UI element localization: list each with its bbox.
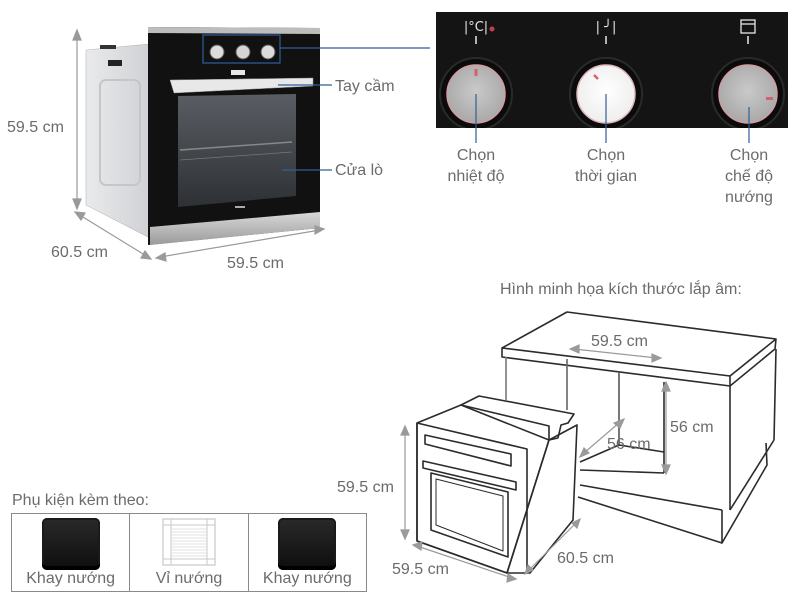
depth-dimension: 60.5 cm: [51, 244, 108, 261]
product-view: 59.5 cm 60.5 cm 59.5 cm Tay cầm Cửa lò: [0, 0, 430, 290]
mode-knob: [711, 19, 785, 128]
accessories-table: Khay nướng Vỉ nướng Khay nướng: [11, 513, 367, 592]
baking-tray-image: [41, 518, 100, 570]
oven-illustration: [72, 27, 430, 262]
accessory-label: Khay nướng: [26, 570, 116, 587]
baking-tray-image: [278, 518, 337, 570]
accessory-label: Vỉ nướng: [155, 570, 223, 587]
width-dimension: 59.5 cm: [227, 255, 284, 272]
oven-width-dimension: 59.5 cm: [392, 561, 449, 578]
accessories-title: Phụ kiện kèm theo:: [12, 492, 149, 509]
svg-text:| ╯|: | ╯|: [596, 18, 617, 35]
handle-callout: Tay cầm: [335, 78, 395, 95]
installation-title: Hình minh họa kích thước lắp âm:: [500, 281, 742, 298]
height-dimension: 59.5 cm: [7, 119, 64, 136]
accessory-label: Khay nướng: [262, 570, 352, 587]
timer-knob-label: Chọn thời gian: [574, 147, 638, 185]
cabinet-depth-dimension: 56 cm: [607, 436, 651, 453]
door-callout: Cửa lò: [335, 162, 384, 179]
accessory-item: Khay nướng: [12, 514, 131, 591]
accessory-item: Vỉ nướng: [130, 514, 249, 591]
accessory-item: Khay nướng: [249, 514, 366, 591]
knobs-illustration: |°C| | ╯|: [439, 18, 785, 128]
oven-depth-dimension: 60.5 cm: [557, 550, 614, 567]
svg-text:|°C|: |°C|: [464, 20, 488, 35]
control-panel-closeup: |°C| | ╯|: [436, 12, 788, 128]
cabinet-width-dimension: 59.5 cm: [591, 333, 648, 350]
temperature-knob-label: Chọn nhiệt độ: [447, 147, 505, 185]
grill-rack-image: [162, 518, 216, 566]
oven-height-dimension: 59.5 cm: [337, 479, 394, 496]
cabinet-height-dimension: 56 cm: [670, 419, 714, 436]
mode-knob-label: Chọn chế độ nướng: [724, 147, 774, 206]
